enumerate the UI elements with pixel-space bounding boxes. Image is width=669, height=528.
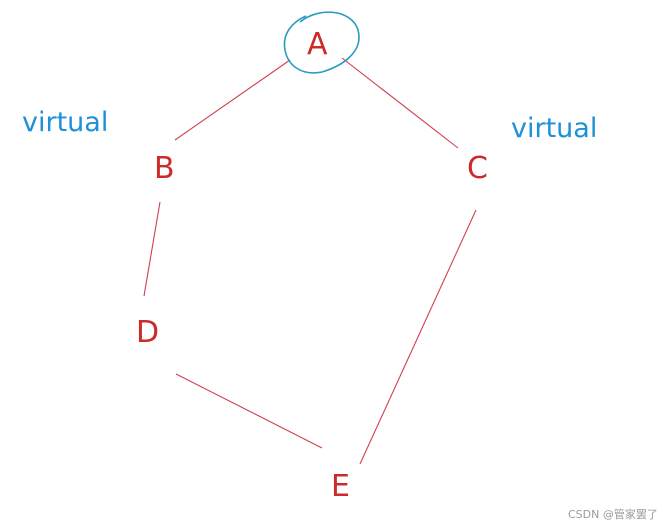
edge-a-b (174, 59, 291, 141)
node-b-label: B (154, 151, 175, 186)
annotation-virtual-right: virtual (511, 113, 597, 144)
edge-c-e (359, 209, 477, 465)
edge-a-c (341, 57, 459, 149)
highlight-circle (283, 11, 360, 74)
annotation-virtual-left: virtual (22, 107, 108, 138)
edge-b-d (143, 201, 161, 297)
edge-d-e (175, 373, 323, 449)
node-e-label: E (331, 469, 350, 504)
node-a-label: A (307, 27, 328, 62)
node-d-label: D (136, 315, 159, 350)
node-c-label: C (467, 151, 488, 186)
watermark: CSDN @管家罢了 (568, 507, 658, 521)
